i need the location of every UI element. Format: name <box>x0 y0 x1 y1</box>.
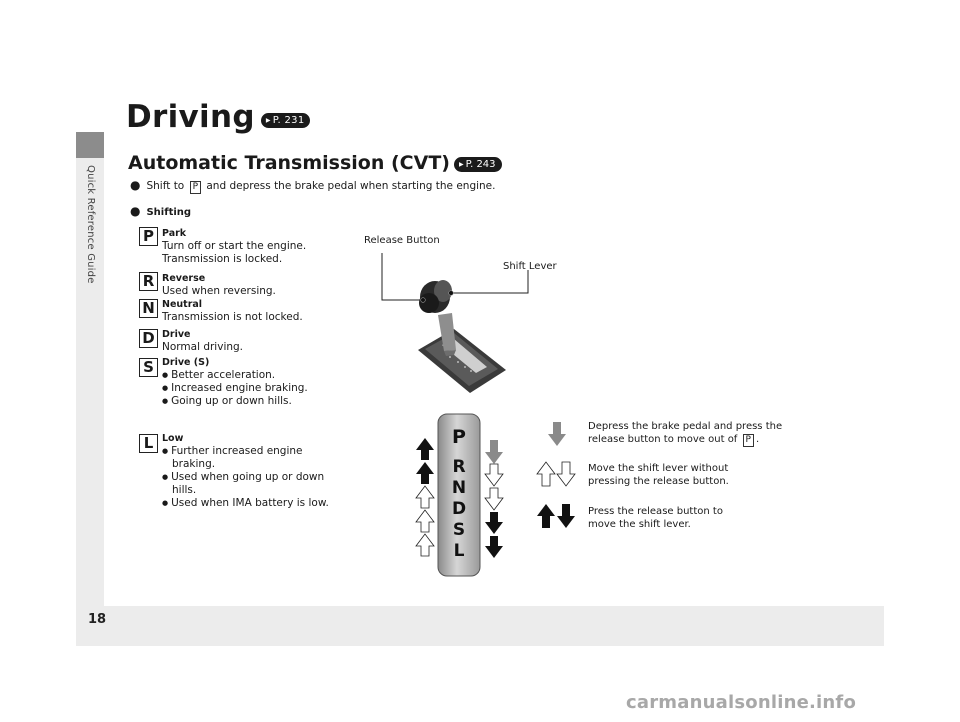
legend-brake-release: Depress the brake pedal and press the re… <box>588 421 783 447</box>
start-note: ●Shift to P and depress the brake pedal … <box>130 178 496 194</box>
shift-knob <box>419 280 454 313</box>
shift-lever-label: Shift Lever <box>503 261 557 272</box>
gate-panel <box>437 413 481 577</box>
watermark: carmanualsonline.info <box>626 692 857 713</box>
gear-r-description: Reverse Used when reversing. <box>162 273 276 297</box>
outline-up-arrow-icon <box>415 509 435 533</box>
shifting-heading: ●Shifting <box>130 204 192 218</box>
outline-down-arrow-icon <box>556 461 576 487</box>
bullet-icon: ● <box>130 204 141 218</box>
subtitle-page-ref[interactable]: P. 243 <box>453 157 502 172</box>
gear-s-description: Drive (S) Better acceleration. Increased… <box>162 356 308 408</box>
black-up-arrow-icon <box>537 504 555 528</box>
outline-up-arrow-icon <box>415 533 435 557</box>
bullet-icon: ● <box>130 178 141 192</box>
shift-gate-diagram: P R N D S L <box>415 413 504 577</box>
gear-d-description: Drive Normal driving. <box>162 329 244 353</box>
section-subtitle: Automatic Transmission (CVT)P. 243 <box>128 152 502 174</box>
black-down-arrow-icon <box>557 504 575 528</box>
shift-lever-illustration <box>381 253 529 393</box>
black-up-arrow-icon <box>416 462 434 484</box>
console-base <box>418 329 506 393</box>
gate-letter: S <box>453 520 465 540</box>
outline-up-arrow-icon <box>415 485 435 509</box>
park-key-icon: P <box>742 434 754 447</box>
black-down-arrow-icon <box>485 512 503 534</box>
gear-n-icon: N <box>139 299 158 318</box>
section-tab <box>76 132 104 158</box>
black-down-arrow-icon <box>485 536 503 558</box>
gear-p-icon: P <box>139 227 158 246</box>
legend-press-release: Press the release button to move the shi… <box>588 506 723 530</box>
gear-l-icon: L <box>139 434 158 453</box>
gate-letter: N <box>452 478 466 498</box>
gate-letter: D <box>452 499 466 519</box>
gate-letter: L <box>454 541 465 561</box>
release-button-leader <box>381 253 422 301</box>
page-title: DrivingP. 231 <box>126 99 311 135</box>
gray-down-arrow-icon <box>485 440 503 464</box>
gear-p-description: Park Turn off or start the engine. Trans… <box>162 228 307 265</box>
outline-up-arrow-icon <box>536 461 556 487</box>
release-button-label: Release Button <box>364 235 440 246</box>
legend-arrows <box>536 422 576 528</box>
gray-down-arrow-icon <box>548 422 566 446</box>
page-number: 18 <box>88 612 107 627</box>
gear-r-icon: R <box>139 272 158 291</box>
shift-lever-leader <box>452 270 529 294</box>
gear-s-icon: S <box>139 358 158 377</box>
gate-markings <box>449 356 472 372</box>
gear-l-description: Low Further increased engine braking. Us… <box>162 432 332 510</box>
section-label: Quick Reference Guide <box>85 165 96 284</box>
black-up-arrow-icon <box>416 438 434 460</box>
outline-down-arrow-icon <box>484 487 504 511</box>
park-key-icon: P <box>189 181 202 194</box>
outline-down-arrow-icon <box>484 463 504 487</box>
legend-move-without-release: Move the shift lever without pressing th… <box>588 463 729 487</box>
gate-letter: R <box>452 457 465 477</box>
gate-letter: P <box>452 426 466 448</box>
shift-lever-shaft <box>438 313 456 356</box>
gear-n-description: Neutral Transmission is not locked. <box>162 299 303 323</box>
gear-d-icon: D <box>139 329 158 348</box>
title-page-ref[interactable]: P. 231 <box>260 113 311 128</box>
